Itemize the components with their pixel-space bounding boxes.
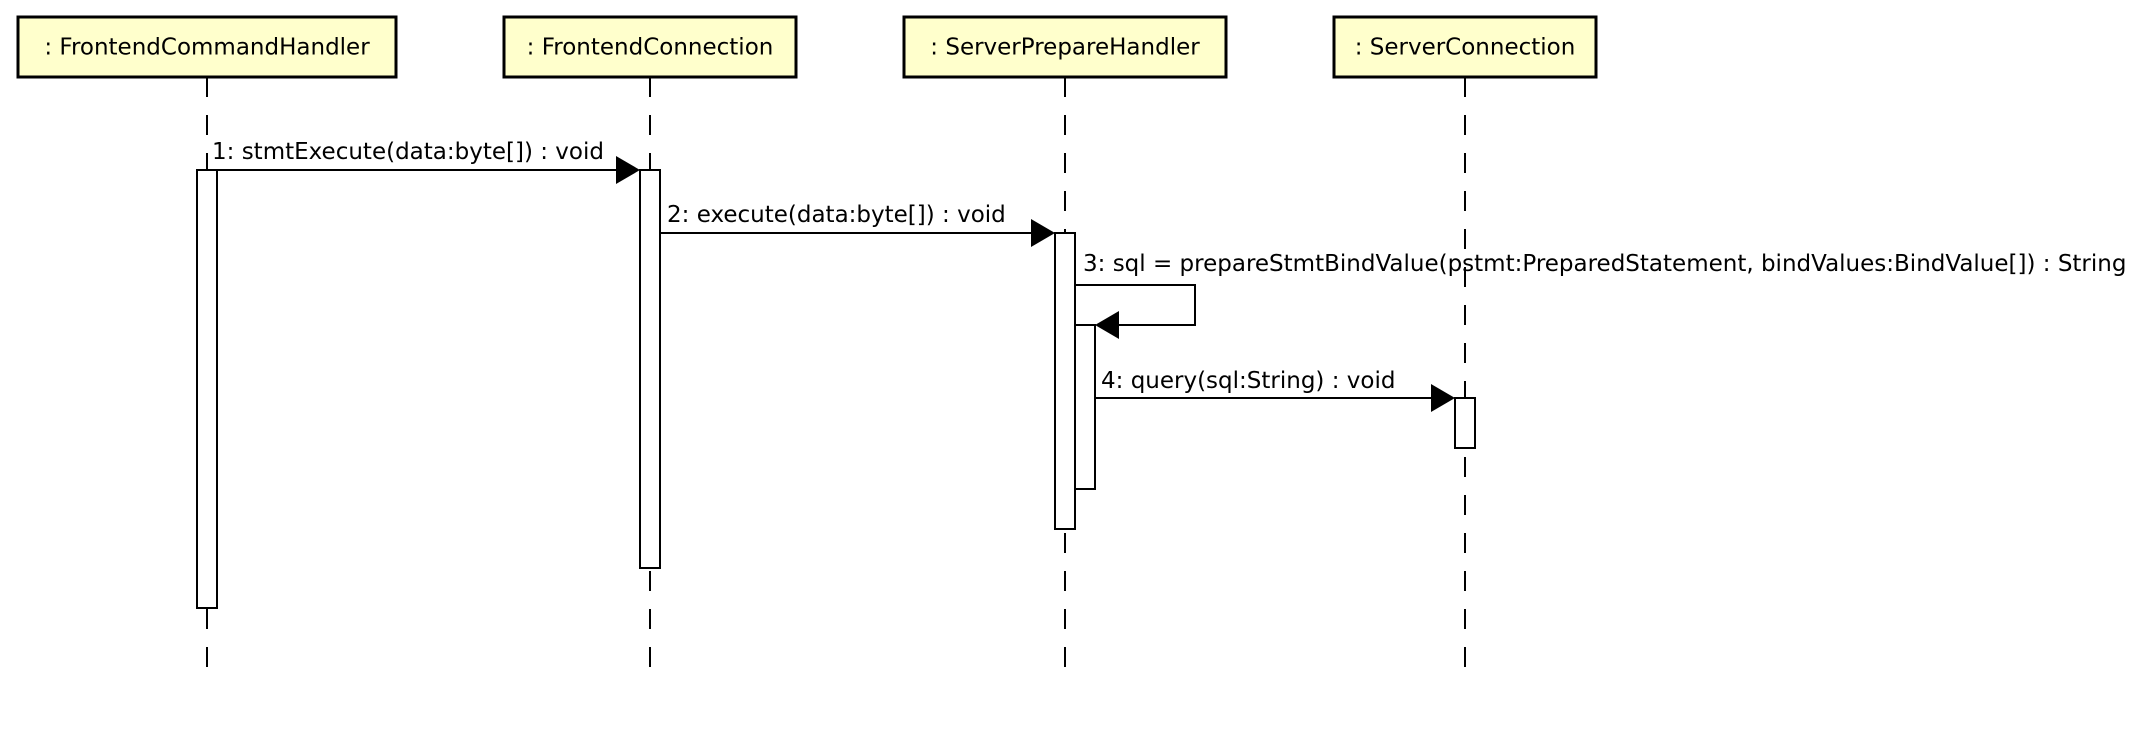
activation-bar-server-prepare-handler xyxy=(1054,232,1076,530)
lifeline-head: : ServerPrepareHandler xyxy=(902,15,1228,79)
lifeline-head: : ServerConnection xyxy=(1332,15,1598,79)
message-3: 3: sql = prepareStmtBindValue(pstmt:Prep… xyxy=(1075,251,2126,339)
lifeline-head-box xyxy=(1332,15,1598,79)
lifeline-frontend-connection: : FrontendConnection xyxy=(502,15,798,680)
lifeline-title: : FrontendConnection xyxy=(527,35,774,61)
activation-bar-server-connection xyxy=(1454,397,1476,449)
message-2: 2: execute(data:byte[]) : void xyxy=(660,202,1055,247)
lifeline-server-prepare-handler: : ServerPrepareHandler xyxy=(902,15,1228,680)
lifeline-title: : FrontendCommandHandler xyxy=(44,35,370,61)
message-3-label: 3: sql = prepareStmtBindValue(pstmt:Prep… xyxy=(1083,251,2126,277)
lifeline-head: : FrontendConnection xyxy=(502,15,798,79)
lifeline-head-box xyxy=(902,15,1228,79)
lifeline-title: : ServerPrepareHandler xyxy=(930,35,1200,61)
lifeline-frontend-command-handler: : FrontendCommandHandler xyxy=(16,15,398,680)
message-4: 4: query(sql:String) : void xyxy=(1095,368,1455,412)
message-1-arrowhead xyxy=(616,156,640,184)
message-2-label: 2: execute(data:byte[]) : void xyxy=(667,202,1006,228)
message-4-arrowhead xyxy=(1431,384,1455,412)
message-4-label: 4: query(sql:String) : void xyxy=(1101,368,1395,394)
activation-bar-frontend-command-handler xyxy=(196,169,218,609)
lifeline-server-connection: : ServerConnection xyxy=(1332,15,1598,680)
lifeline-head-box xyxy=(16,15,398,79)
message-1-label: 1: stmtExecute(data:byte[]) : void xyxy=(212,139,604,165)
message-2-arrowhead xyxy=(1031,219,1055,247)
lifeline-title: : ServerConnection xyxy=(1355,35,1576,61)
message-3-line xyxy=(1075,284,1196,326)
message-3-arrowhead xyxy=(1095,311,1119,339)
lifeline-head-box xyxy=(502,15,798,79)
activation-bar-frontend-connection xyxy=(639,169,661,569)
lifeline-head: : FrontendCommandHandler xyxy=(16,15,398,79)
message-1: 1: stmtExecute(data:byte[]) : void xyxy=(212,139,640,184)
activation-bar-server-prepare-handler-nested xyxy=(1074,324,1096,490)
